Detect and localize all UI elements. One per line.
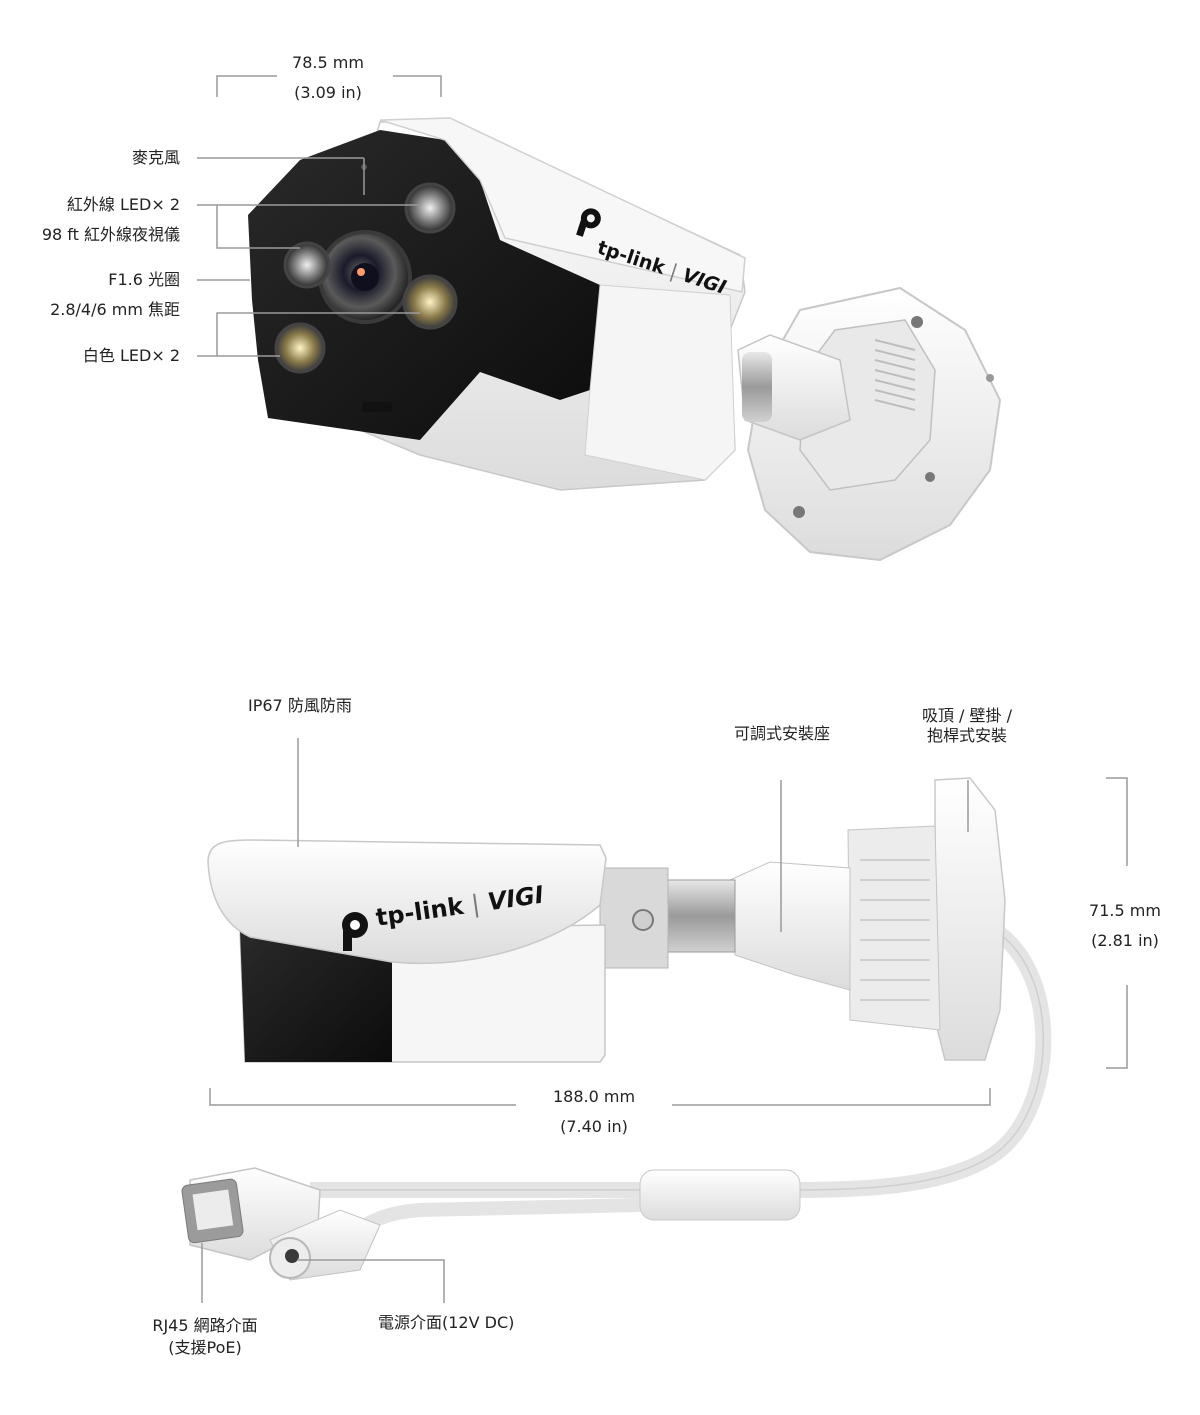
label-rj45-line2: (支援PoE) — [168, 1338, 242, 1357]
label-mount-types-line2: 抱桿式安裝 — [926, 726, 1007, 745]
height-mm: 71.5 mm — [1089, 901, 1161, 920]
label-white-led: 白色 LED× 2 — [82, 346, 180, 365]
length-in: (7.40 in) — [560, 1117, 628, 1136]
side-camera — [181, 777, 1052, 1281]
label-adjustable-mount: 可調式安裝座 — [733, 724, 830, 743]
top-brand-logo — [576, 208, 601, 237]
leader-lines — [197, 75, 1128, 1303]
top-camera — [248, 117, 1002, 562]
side-mount-plate — [934, 777, 1006, 1061]
side-brand-logo — [342, 912, 368, 951]
length-dimension: 188.0 mm (7.40 in) — [530, 1082, 658, 1142]
side-camera-hood — [207, 839, 607, 965]
label-ip67: IP67 防風防雨 — [248, 696, 352, 715]
length-mm: 188.0 mm — [552, 1087, 636, 1106]
height-dimension: 71.5 mm (2.81 in) — [1070, 896, 1180, 956]
label-aperture: F1.6 光圈 — [108, 270, 180, 289]
top-width-dimension: 78.5 mm (3.09 in) — [268, 48, 388, 108]
label-night-vision: 98 ft 紅外線夜視儀 — [41, 225, 180, 244]
white-led-icon — [402, 274, 458, 330]
top-width-mm: 78.5 mm — [292, 53, 364, 72]
ir-led-icon — [283, 241, 331, 289]
label-ir-led: 紅外線 LED× 2 — [66, 195, 180, 214]
label-rj45-line1: RJ45 網路介面 — [152, 1316, 258, 1335]
ir-led-icon — [404, 182, 456, 234]
top-width-in: (3.09 in) — [294, 83, 362, 102]
dc-power-connector-icon — [269, 1209, 381, 1281]
screw-icon — [632, 909, 654, 931]
white-led-icon — [274, 322, 326, 374]
label-microphone: 麥克風 — [131, 148, 180, 167]
label-mount-types-line1: 吸頂 / 壁掛 / — [921, 706, 1013, 725]
side-camera-front — [240, 930, 392, 1062]
height-in: (2.81 in) — [1091, 931, 1159, 950]
label-power: 電源介面(12V DC) — [378, 1313, 515, 1332]
label-focal-length: 2.8/4/6 mm 焦距 — [50, 300, 180, 319]
